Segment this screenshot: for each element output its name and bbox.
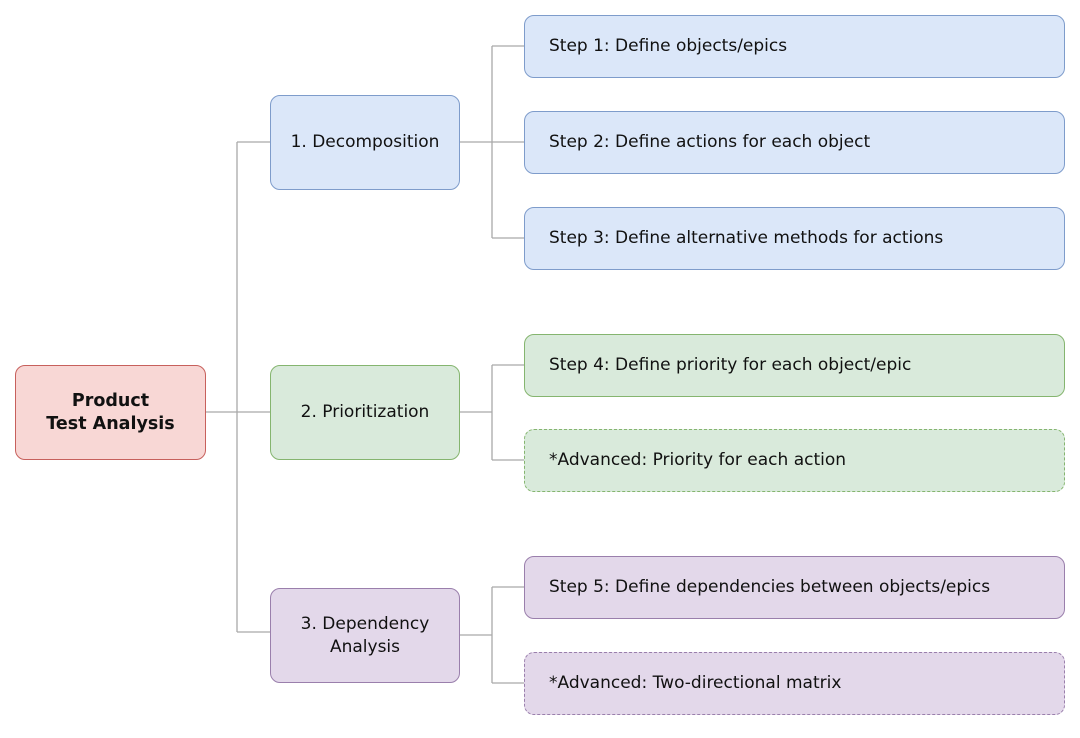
branch-node-prioritization: 2. Prioritization xyxy=(270,365,460,460)
leaf-node-label: Step 2: Define actions for each object xyxy=(549,132,871,152)
branch-node-label-line-1: 3. Dependency xyxy=(300,613,430,634)
leaf-node-step-4: Step 4: Define priority for each object/… xyxy=(524,334,1065,397)
branch-node-dependency-analysis: 3. Dependency Analysis xyxy=(270,588,460,683)
leaf-node-advanced-priority: *Advanced: Priority for each action xyxy=(524,429,1065,492)
leaf-node-label: *Advanced: Priority for each action xyxy=(549,450,847,470)
leaf-node-step-3: Step 3: Define alternative methods for a… xyxy=(524,207,1065,270)
root-node-label-line-2: Test Analysis xyxy=(46,413,175,434)
leaf-node-label: *Advanced: Two-directional matrix xyxy=(549,673,842,693)
leaf-node-label: Step 5: Define dependencies between obje… xyxy=(549,577,991,597)
leaf-node-step-5: Step 5: Define dependencies between obje… xyxy=(524,556,1065,619)
branch-node-label-line-2: Analysis xyxy=(329,636,401,657)
leaf-node-label: Step 3: Define alternative methods for a… xyxy=(549,228,944,248)
branch-node-label: 2. Prioritization xyxy=(300,402,430,422)
leaf-node-step-2: Step 2: Define actions for each object xyxy=(524,111,1065,174)
connector-branch-3-to-leaves xyxy=(460,586,524,684)
leaf-node-label: Step 1: Define objects/epics xyxy=(549,36,788,56)
connector-branch-2-to-leaves xyxy=(460,364,524,461)
branch-node-decomposition: 1. Decomposition xyxy=(270,95,460,190)
connector-branch-1-to-leaves xyxy=(460,45,524,239)
connector-root-to-branches xyxy=(206,141,270,633)
root-node-label-line-1: Product xyxy=(71,390,150,411)
branch-node-label: 1. Decomposition xyxy=(290,132,440,152)
root-node-product-test-analysis: Product Test Analysis xyxy=(15,365,206,460)
leaf-node-step-1: Step 1: Define objects/epics xyxy=(524,15,1065,78)
leaf-node-label: Step 4: Define priority for each object/… xyxy=(549,355,912,375)
leaf-node-advanced-matrix: *Advanced: Two-directional matrix xyxy=(524,652,1065,715)
